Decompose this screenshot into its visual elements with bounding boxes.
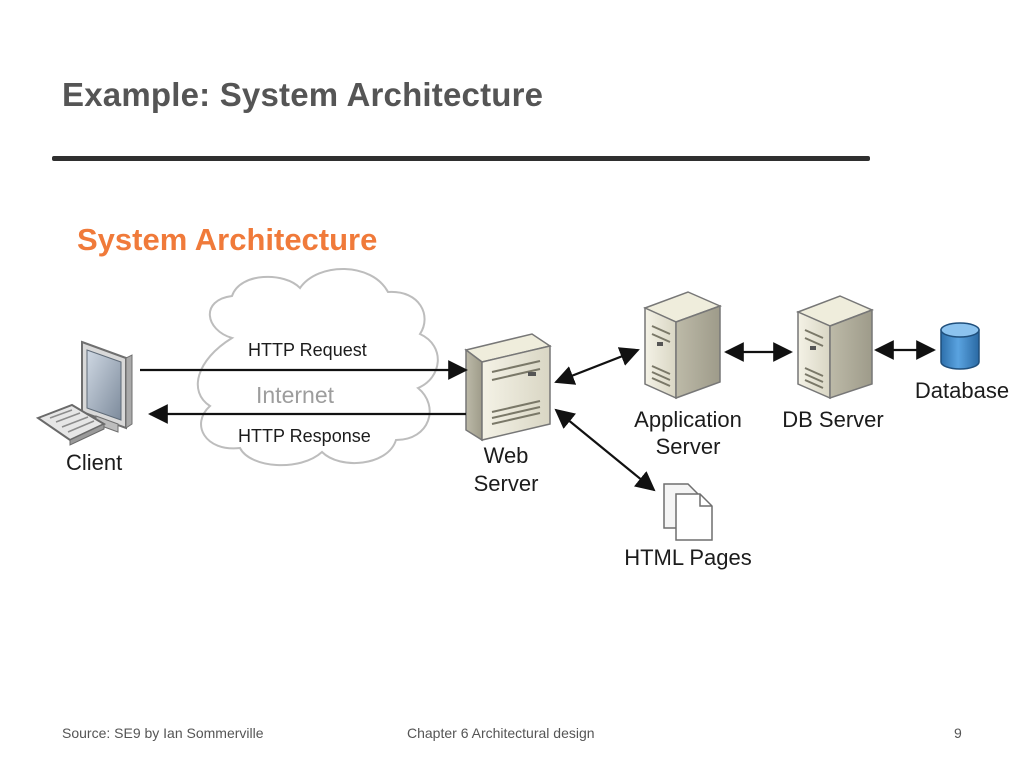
db-server-icon	[796, 295, 874, 400]
document-stack-icon	[663, 483, 713, 541]
footer-source: Source: SE9 by Ian Sommerville	[62, 725, 264, 741]
web-server-label-line1: Web	[484, 443, 529, 468]
web-app-arrow	[554, 347, 640, 385]
database-label: Database	[915, 378, 1009, 403]
title-divider	[52, 156, 870, 161]
diagram-title: System Architecture	[77, 222, 378, 257]
client-computer	[35, 340, 133, 446]
app-server-label-line1: Application	[634, 407, 742, 432]
web-server-icon	[464, 333, 552, 442]
client-label: Client	[66, 450, 122, 475]
database-cylinder-icon	[940, 322, 980, 370]
internet-cloud-icon	[196, 268, 439, 467]
app-server-label-line2: Server	[656, 434, 721, 459]
db-server-label: DB Server	[782, 407, 883, 432]
web-server-label-line2: Server	[474, 471, 539, 496]
http-response-label: HTTP Response	[238, 426, 371, 446]
footer-page-number: 9	[954, 725, 962, 741]
keyboard-icon	[35, 403, 107, 446]
monitor-icon	[81, 340, 133, 433]
application-server-icon	[643, 291, 723, 400]
html-pages-label: HTML Pages	[624, 545, 752, 570]
web-html-arrow	[554, 408, 656, 492]
internet-label: Internet	[256, 382, 335, 408]
footer-chapter: Chapter 6 Architectural design	[407, 725, 595, 741]
slide-title: Example: System Architecture	[62, 76, 544, 113]
http-request-label: HTTP Request	[248, 340, 367, 360]
connection-arrows	[140, 340, 936, 492]
